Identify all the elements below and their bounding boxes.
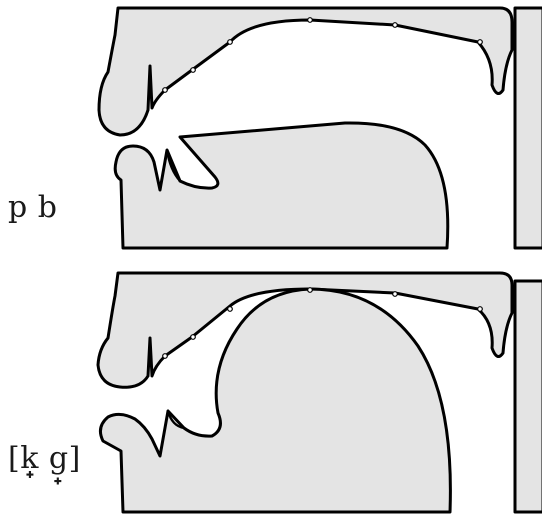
articulation-panel-bilabial: p b <box>0 0 542 260</box>
palate-marker <box>163 88 168 93</box>
palate-marker <box>191 68 196 73</box>
velar-vocal-tract-diagram <box>0 261 542 521</box>
palate-marker <box>191 335 196 340</box>
palate-marker <box>478 307 483 312</box>
pharynx-wall <box>515 8 542 248</box>
pharynx-wall <box>515 281 542 512</box>
lower-jaw <box>115 123 448 248</box>
articulation-label-velar: [k̟ g̟] <box>8 441 81 476</box>
palate-marker <box>308 18 313 23</box>
palate-marker <box>228 40 233 45</box>
palate-marker <box>393 23 398 28</box>
palate-marker <box>393 292 398 297</box>
palate-marker <box>478 40 483 45</box>
upper-jaw <box>99 8 512 135</box>
palate-marker <box>228 307 233 312</box>
articulation-label-bilabial: p b <box>8 190 57 225</box>
palate-marker <box>308 288 313 293</box>
articulation-panel-velar: [k̟ g̟] <box>0 261 542 521</box>
bilabial-vocal-tract-diagram <box>0 0 542 260</box>
palate-marker <box>163 354 168 359</box>
